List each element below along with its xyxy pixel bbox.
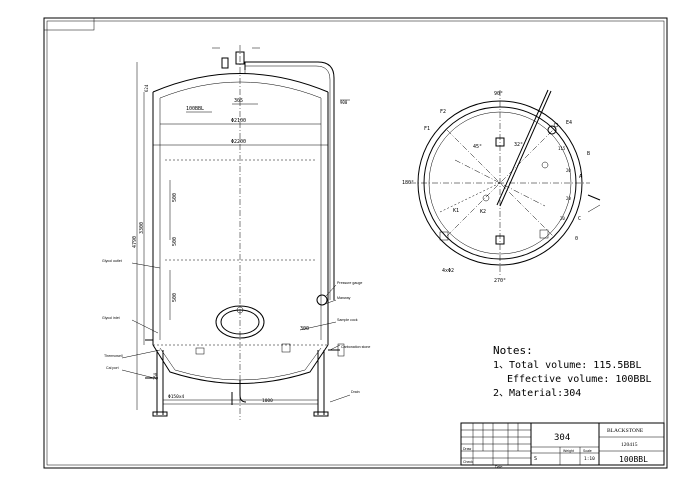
- tb-sym: S: [534, 456, 537, 462]
- elevation-view: [121, 45, 351, 420]
- plan-angle-180: 180°: [402, 180, 414, 186]
- plan-legs: 4xΦ2: [442, 268, 454, 274]
- sheet-border: [43, 17, 668, 469]
- tb-name: 100BBL: [619, 455, 648, 464]
- tb-check: Check: [463, 460, 473, 464]
- plan-angle-90: 90°: [494, 91, 503, 97]
- dim-d300: 300: [300, 326, 309, 332]
- plan-angle-0: 0: [575, 236, 578, 242]
- plan-node-k2: K2: [480, 209, 486, 215]
- plan-node-c: C: [578, 216, 581, 222]
- plan-node-a: A: [579, 174, 582, 180]
- sheet-inner-border: [46, 20, 665, 466]
- dim-d2100: Φ2100: [231, 118, 246, 124]
- plan-node-f1: F1: [424, 126, 430, 132]
- plan-node-e4: E4: [566, 120, 572, 126]
- label-carbonation-stone: Carbonation stone: [341, 345, 370, 349]
- label-cal-port: Cal port: [106, 366, 119, 370]
- label-pressure-gauge: Pressure gauge: [337, 281, 362, 285]
- plan-dim-115: 115: [558, 146, 566, 151]
- plan-view: [410, 89, 601, 275]
- plan-dim-20a: 20: [566, 168, 571, 173]
- plan-dim-20b: 20: [566, 196, 571, 201]
- plan-angle-45: 45°: [473, 144, 482, 150]
- plan-dim-20c: 20: [560, 216, 565, 221]
- corner-box: [43, 17, 95, 31]
- dim-250: 250: [153, 372, 158, 380]
- dim-d150x4: Φ150x4: [168, 394, 185, 400]
- label-thermowell: Thermowell: [104, 354, 123, 358]
- tb-draw: Draw: [463, 447, 472, 451]
- label-glycol-inlet: Glycol inlet: [102, 316, 120, 320]
- label-glycol-outlet: Glycol outlet: [102, 259, 122, 263]
- dim-d2200: Φ2200: [231, 139, 246, 145]
- dim-1000: 1000: [262, 398, 273, 404]
- notes-heading: Notes:: [493, 344, 533, 357]
- dim-h3300: 3300: [139, 222, 145, 234]
- dim-624: 624: [144, 84, 149, 92]
- dim-h4790: 4790: [132, 236, 138, 248]
- notes-total-volume: 1、Total volume: 115.5BBL: [493, 360, 641, 371]
- dim-d305: 305: [234, 98, 243, 104]
- dim-d900: 900: [340, 100, 348, 105]
- label-volume-mark: 100BBL: [186, 106, 204, 112]
- tb-company: BLACKSTONE: [607, 428, 644, 434]
- plan-angle-32: 32°: [514, 142, 523, 148]
- plan-angle-270: 270°: [494, 278, 506, 284]
- tb-material: 304: [554, 433, 570, 443]
- notes-effective-volume: Effective volume: 100BBL: [507, 374, 652, 385]
- tb-date: Date: [495, 465, 502, 469]
- tb-weight-label: Weight: [563, 449, 574, 453]
- notes-block: Notes: 1、Total volume: 115.5BBL Effectiv…: [493, 344, 652, 399]
- label-sample-cock: Sample cock: [337, 318, 358, 322]
- title-block: [460, 422, 665, 466]
- plan-node-f2: F2: [440, 109, 446, 115]
- dim-500b: 500: [172, 237, 178, 246]
- tb-scale: 1:10: [584, 456, 595, 462]
- tb-scale-label: Scale: [583, 449, 592, 453]
- notes-material: 2、Material:304: [493, 388, 581, 399]
- label-drain: Drain: [351, 390, 360, 394]
- dim-500a: 500: [172, 193, 178, 202]
- tb-drawing-no: 120415: [621, 442, 638, 448]
- plan-node-b: B: [587, 151, 590, 157]
- dim-500c: 500: [172, 293, 178, 302]
- plan-node-k1: K1: [453, 208, 459, 214]
- label-manway: Manway: [337, 296, 351, 300]
